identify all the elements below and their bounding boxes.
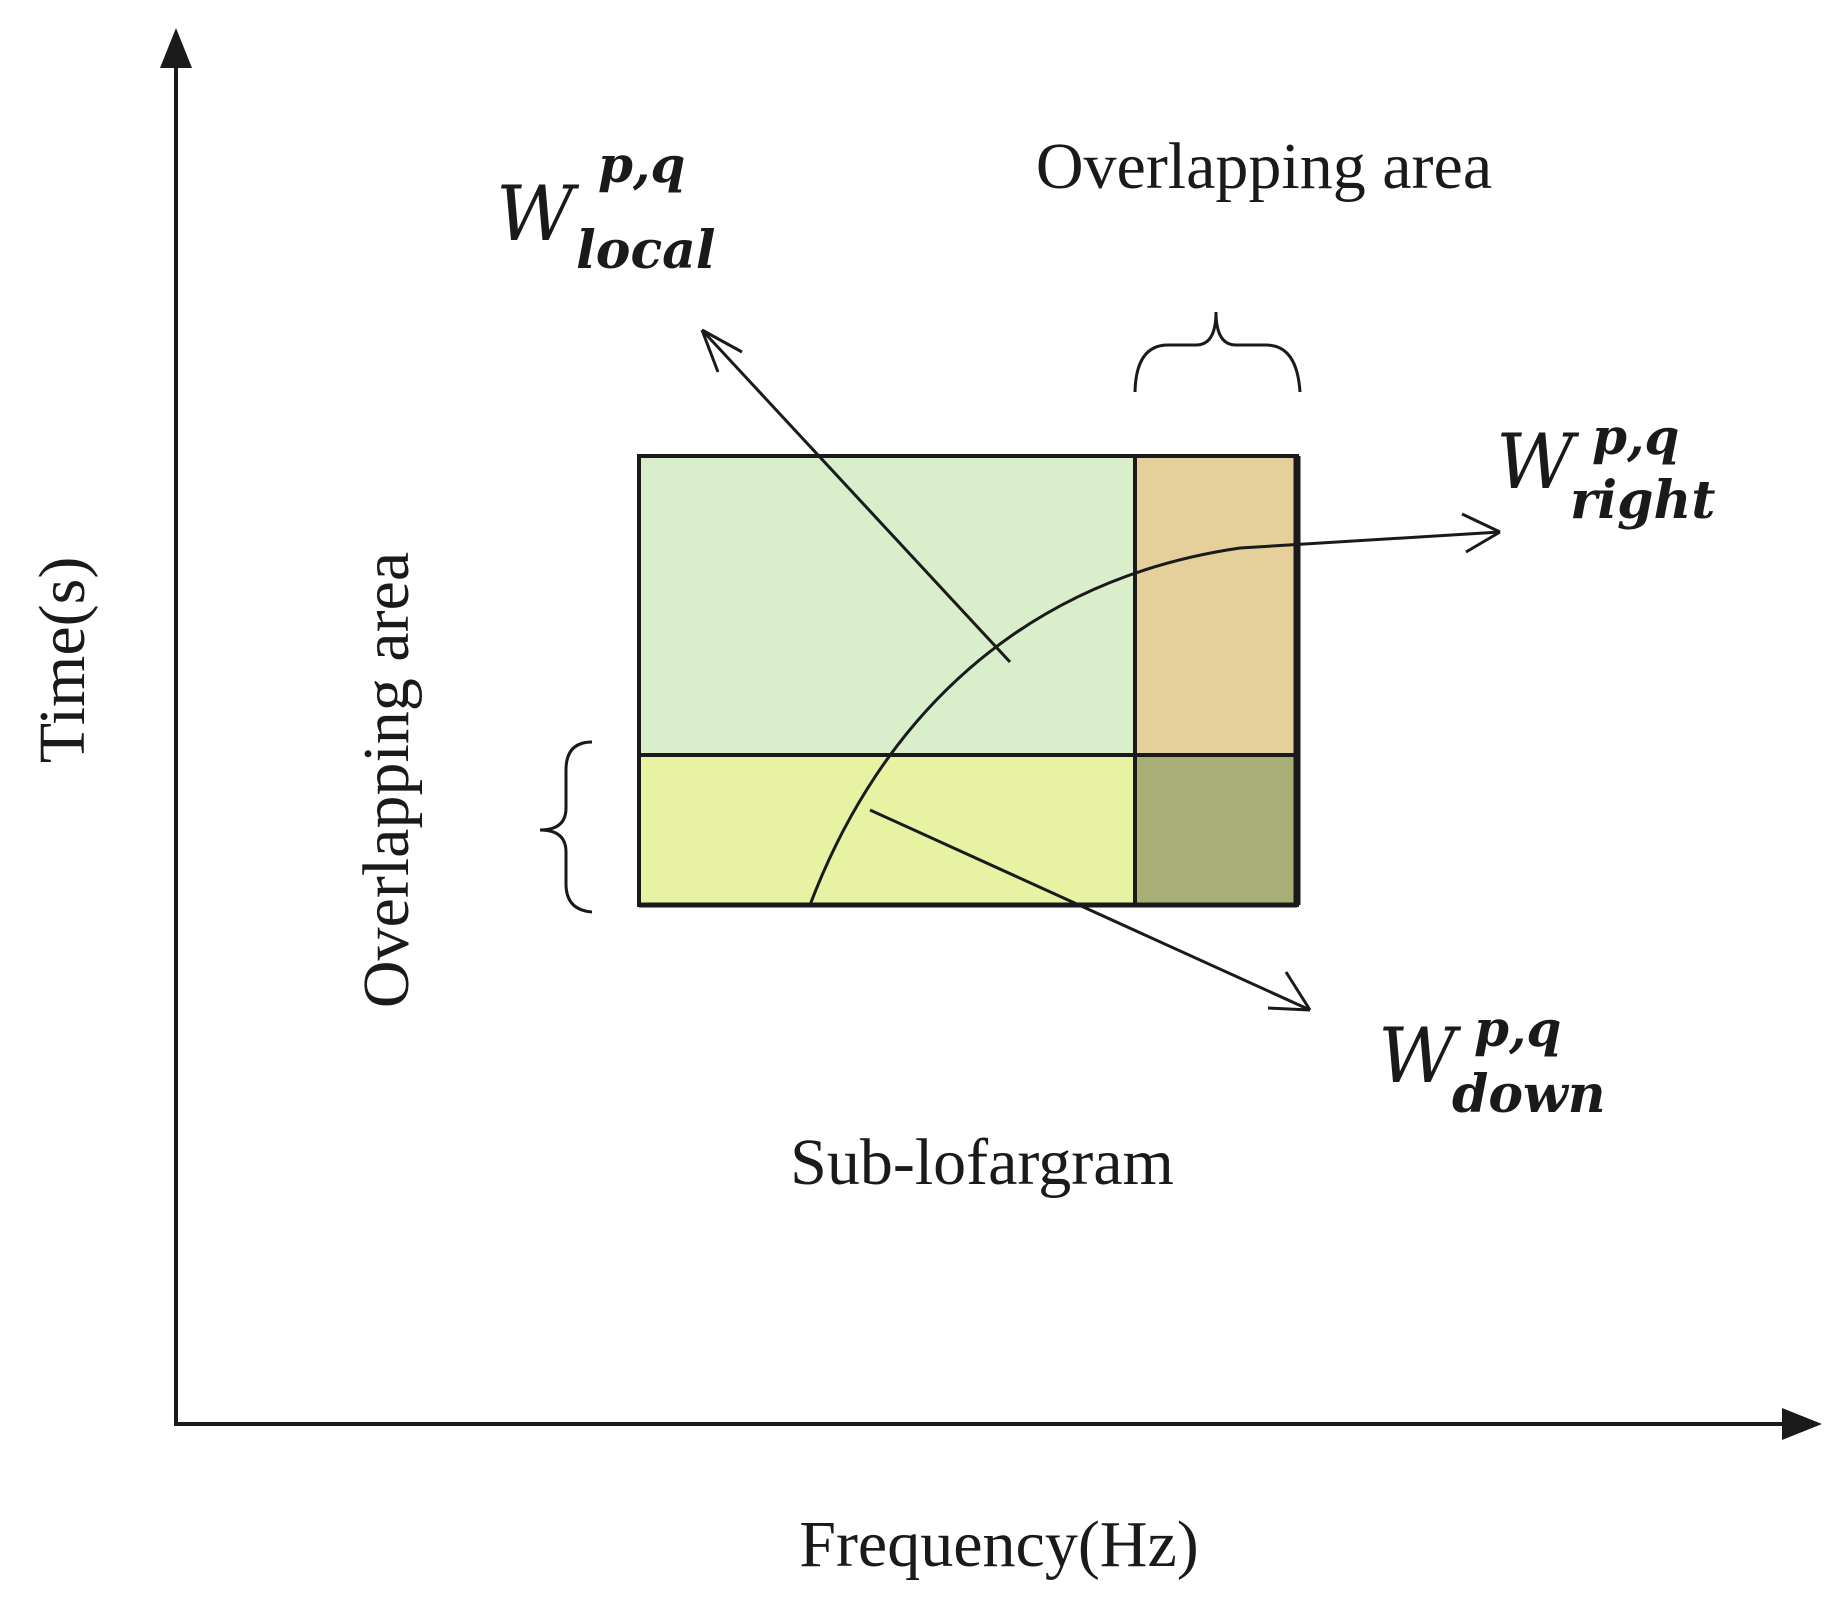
sub-lofargram-label: Sub-lofargram — [790, 1126, 1174, 1199]
local-weight-arrowhead — [700, 328, 743, 373]
x-axis-label: Frequency(Hz) — [799, 1508, 1198, 1581]
x-axis-arrowhead — [1782, 1408, 1822, 1440]
left-overlap-label: Overlapping area — [350, 552, 423, 1008]
right-overlap-region — [1133, 454, 1299, 757]
down-overlap-region — [637, 753, 1137, 907]
frequency-line-curve — [808, 546, 1241, 906]
right-weight-arrow — [1239, 530, 1501, 550]
local-region — [637, 454, 1137, 757]
w-down-sub: down — [1452, 1064, 1606, 1125]
w-right-base: W — [1496, 417, 1580, 506]
w-down-base: W — [1378, 1011, 1462, 1100]
y-axis-label: Time(s) — [26, 557, 99, 764]
top-overlap-label: Overlapping area — [1036, 130, 1492, 203]
left-overlap-brace — [539, 740, 593, 914]
top-overlap-brace — [1133, 311, 1302, 393]
corner-overlap-region — [1133, 753, 1299, 907]
w-right-sub: right — [1570, 470, 1715, 531]
w-local-sub: local — [576, 220, 716, 281]
w-right-sup: p,q — [1592, 407, 1679, 466]
down-weight-arrowhead — [1267, 971, 1312, 1012]
w-local-label: W p,q local — [496, 135, 716, 281]
w-local-base: W — [496, 169, 580, 258]
w-down-sup: p,q — [1474, 999, 1561, 1058]
right-weight-arrowhead — [1461, 512, 1501, 554]
local-weight-arrow — [700, 328, 1012, 664]
down-weight-arrow — [869, 808, 1311, 1012]
w-down-label: W p,q down — [1378, 999, 1606, 1125]
w-local-sup: p,q — [598, 135, 685, 194]
y-axis-arrowhead — [160, 28, 192, 68]
w-right-label: W p,q right — [1496, 407, 1715, 531]
